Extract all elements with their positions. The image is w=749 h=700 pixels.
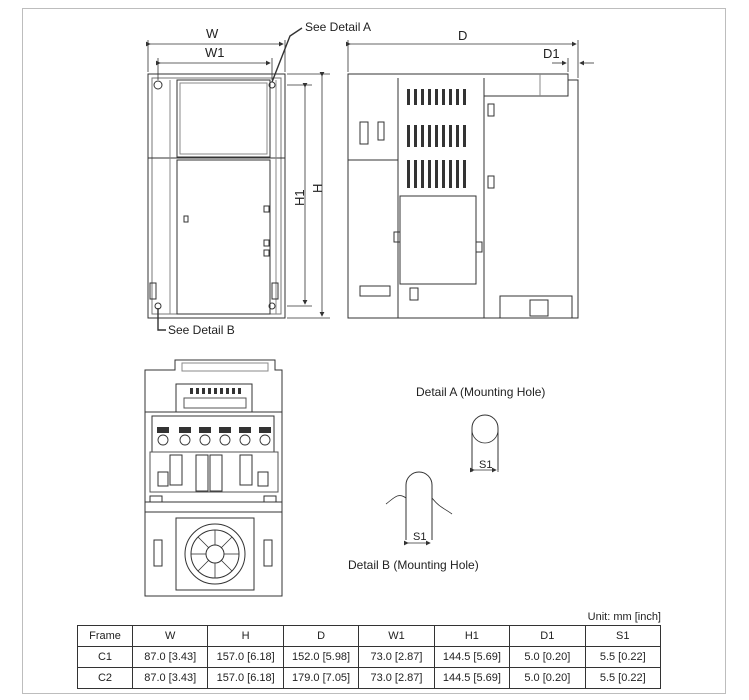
table-cell: C1 <box>77 646 133 668</box>
unit-note: Unit: mm [inch] <box>587 611 661 623</box>
table-cell: 152.0 [5.98] <box>282 646 360 668</box>
table-cell: 5.5 [0.22] <box>584 667 662 689</box>
table-header: W1 <box>358 625 435 647</box>
table-row: C2 87.0 [3.43] 157.0 [6.18] 179.0 [7.05]… <box>77 667 662 689</box>
vent-slots <box>407 89 466 188</box>
detail-a-title: Detail A (Mounting Hole) <box>416 385 546 399</box>
drawing-frame <box>22 8 726 694</box>
side-view <box>347 73 579 319</box>
detail-b-hole <box>385 471 453 546</box>
table-cell: 157.0 [6.18] <box>207 646 284 668</box>
table-cell: 5.0 [0.20] <box>509 646 586 668</box>
side-dimensions <box>346 40 594 78</box>
table-header: D1 <box>509 625 586 647</box>
table-cell: 179.0 [7.05] <box>282 667 360 689</box>
dim-label-w: W <box>206 26 219 41</box>
table-cell: 157.0 [6.18] <box>207 667 284 689</box>
detail-a-s1-label: S1 <box>479 459 493 471</box>
bottom-pins <box>190 388 241 394</box>
table-header: H1 <box>433 625 511 647</box>
table-cell: 87.0 [3.43] <box>131 667 209 689</box>
table-header: W <box>131 625 209 647</box>
table-header: D <box>282 625 360 647</box>
table-row: C1 87.0 [3.43] 157.0 [6.18] 152.0 [5.98]… <box>77 646 662 668</box>
table-cell: 73.0 [2.87] <box>358 667 435 689</box>
detail-b-s1-label: S1 <box>413 531 427 543</box>
bottom-terminals <box>157 427 271 446</box>
table-cell: 5.0 [0.20] <box>509 667 586 689</box>
see-detail-a-label: See Detail A <box>305 20 372 34</box>
table-header-row: Frame W H D W1 H1 D1 S1 <box>77 625 662 647</box>
detail-a-hole <box>470 414 499 473</box>
dim-label-w1: W1 <box>205 45 225 60</box>
table-cell: 144.5 [5.69] <box>433 667 511 689</box>
dim-label-d: D <box>458 28 468 43</box>
front-view <box>147 73 286 319</box>
table-cell: 144.5 [5.69] <box>433 646 511 668</box>
dim-label-h1: H1 <box>292 189 307 206</box>
table-cell: 5.5 [0.22] <box>584 646 662 668</box>
table-header: S1 <box>584 625 662 647</box>
dim-label-h: H <box>310 183 325 193</box>
table-cell: 73.0 [2.87] <box>358 646 435 668</box>
dimension-table: Frame W H D W1 H1 D1 S1 C1 87.0 [3.43] 1… <box>77 625 662 689</box>
front-dimensions <box>146 27 330 331</box>
table-header: Frame <box>77 625 133 647</box>
bottom-view <box>144 359 283 597</box>
dim-label-d1: D1 <box>543 46 560 61</box>
see-detail-b-label: See Detail B <box>168 323 235 337</box>
table-header: H <box>207 625 284 647</box>
table-cell: 87.0 [3.43] <box>131 646 209 668</box>
detail-b-title: Detail B (Mounting Hole) <box>348 558 479 572</box>
table-cell: C2 <box>77 667 133 689</box>
